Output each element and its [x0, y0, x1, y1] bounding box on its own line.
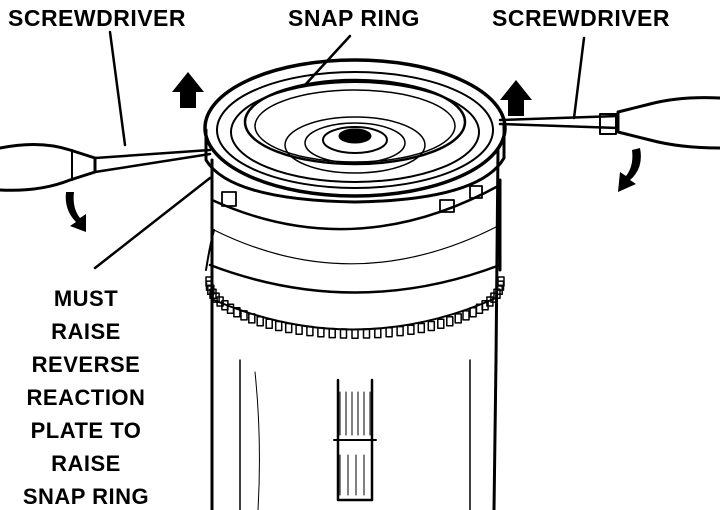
gear-tooth — [407, 324, 415, 335]
snap-ring-label: SNAP RING — [288, 5, 420, 31]
note-line: MUST — [53, 286, 119, 311]
gear-tooth — [256, 315, 264, 327]
gear-tooth — [306, 325, 314, 337]
gear-tooth — [216, 296, 224, 307]
gear-tooth — [497, 276, 505, 287]
up-arrow-icon-right — [500, 80, 532, 116]
note-line: REACTION — [26, 385, 146, 410]
gear-tooth — [396, 325, 404, 337]
gear-tooth — [317, 327, 325, 338]
gear-tooth — [374, 327, 382, 339]
inner-hub — [284, 116, 426, 174]
note-line: PLATE TO — [30, 418, 142, 443]
gear-tooth — [417, 322, 426, 334]
callout-leaders — [93, 30, 586, 270]
gear-tooth — [295, 324, 303, 335]
gear-tooth — [437, 318, 445, 329]
gear-tooth — [462, 310, 470, 321]
output-shaft — [333, 378, 377, 502]
arrow-icons — [65, 72, 641, 232]
gear-tooth — [454, 313, 462, 324]
gear-tooth — [362, 328, 371, 339]
note-line: SNAP RING — [22, 484, 150, 509]
screwdriver-right-label: SCREWDRIVER — [492, 5, 671, 31]
reaction-plate-note: MUST RAISE REVERSE REACTION PLATE TO RAI… — [6, 282, 166, 510]
note-line: REVERSE — [31, 352, 141, 377]
down-curve-arrow-icon-left — [65, 192, 86, 232]
gear-tooth — [233, 306, 241, 318]
gear-tooth — [339, 328, 348, 339]
transmission-housing — [205, 148, 502, 510]
gear-tooth — [481, 299, 489, 311]
clutch-drum — [210, 178, 502, 272]
gear-tooth — [284, 322, 293, 334]
gear-tooth — [427, 320, 436, 332]
reverse-reaction-plate — [203, 58, 507, 204]
note-line: RAISE — [51, 319, 121, 344]
left-screwdriver — [0, 142, 212, 192]
gear-tooth — [446, 315, 454, 327]
gear-tooth — [265, 318, 273, 329]
screwdriver-left-label: SCREWDRIVER — [8, 5, 187, 31]
down-curve-arrow-icon-right — [618, 148, 641, 192]
toothed-ring — [205, 276, 505, 339]
gear-tooth — [274, 320, 283, 332]
right-screwdriver — [498, 96, 720, 150]
gear-tooth — [351, 328, 359, 339]
up-arrow-icon-left — [172, 72, 204, 108]
note-line: RAISE — [51, 451, 121, 476]
gear-tooth — [328, 327, 336, 339]
snap-ring — [243, 78, 467, 166]
gear-tooth — [385, 327, 393, 338]
gear-tooth — [248, 313, 256, 324]
gear-tooth — [240, 310, 248, 321]
